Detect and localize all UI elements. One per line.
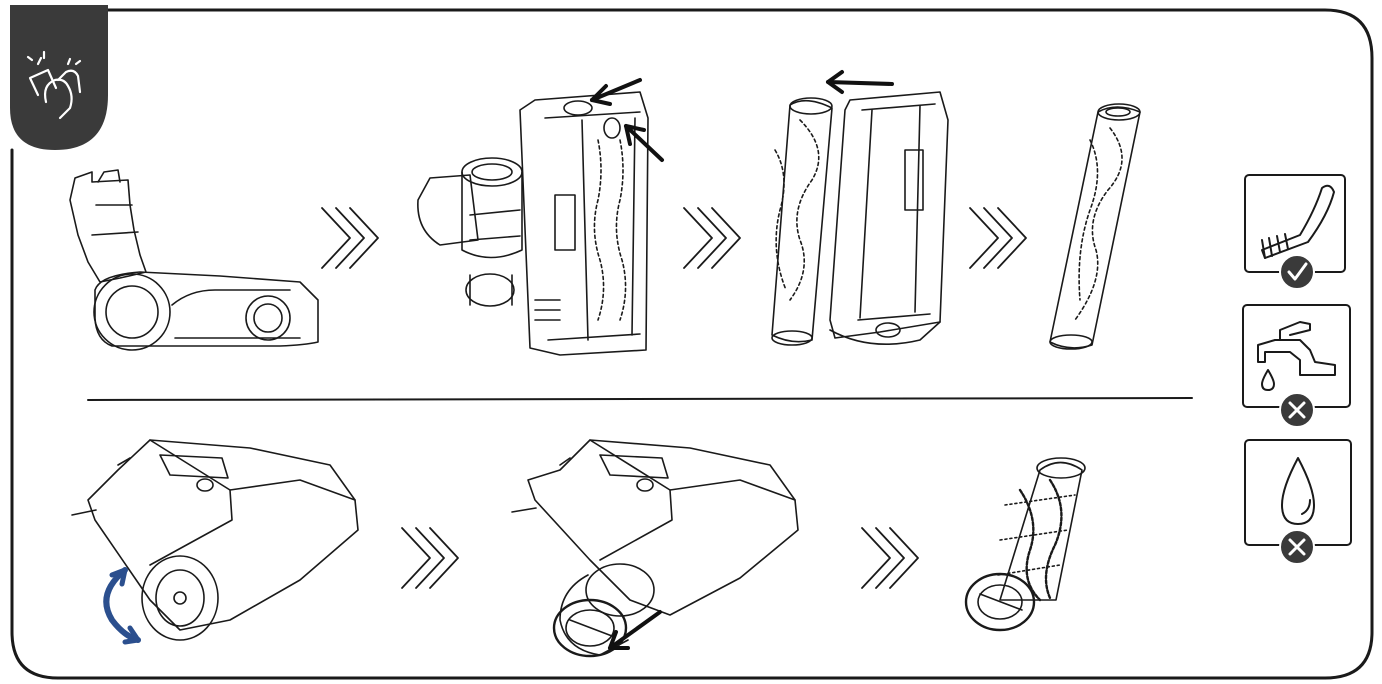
next-step-chevron-icon	[321, 207, 379, 269]
next-step-chevron-icon	[401, 527, 459, 589]
hand-wipe-cleaning-icon	[10, 5, 108, 150]
cross-badge-icon	[1279, 392, 1315, 428]
next-step-chevron-icon	[861, 527, 919, 589]
legend-item-drop	[1244, 439, 1352, 565]
brush-head-cap-removed-icon	[511, 439, 799, 658]
next-step-chevron-icon	[969, 207, 1027, 269]
row-divider	[87, 397, 1193, 401]
water-tap-icon	[1257, 321, 1336, 391]
brush-roll-icon	[1049, 103, 1141, 350]
panel-border	[10, 8, 1374, 680]
pointer-arrow-icon	[826, 70, 894, 94]
brush-roll-removed-icon	[771, 91, 949, 346]
cleaning-brush-icon	[1261, 184, 1335, 259]
pointer-arrow-icon	[590, 78, 664, 162]
legend-item-tap	[1242, 304, 1351, 428]
cross-badge-icon	[1279, 529, 1315, 565]
brush-head-open-icon	[417, 91, 649, 356]
brush-head-rotate-cap-icon	[71, 439, 359, 641]
next-step-chevron-icon	[683, 207, 741, 269]
brush-roll-with-cap-icon	[964, 457, 1086, 632]
check-badge-icon	[1279, 254, 1315, 290]
brush-head-side-icon	[69, 169, 319, 351]
legend-item-brush	[1244, 174, 1346, 290]
rotate-arrow-icon	[103, 567, 141, 645]
pointer-arrow-icon	[608, 610, 662, 650]
water-drop-icon	[1281, 457, 1315, 525]
